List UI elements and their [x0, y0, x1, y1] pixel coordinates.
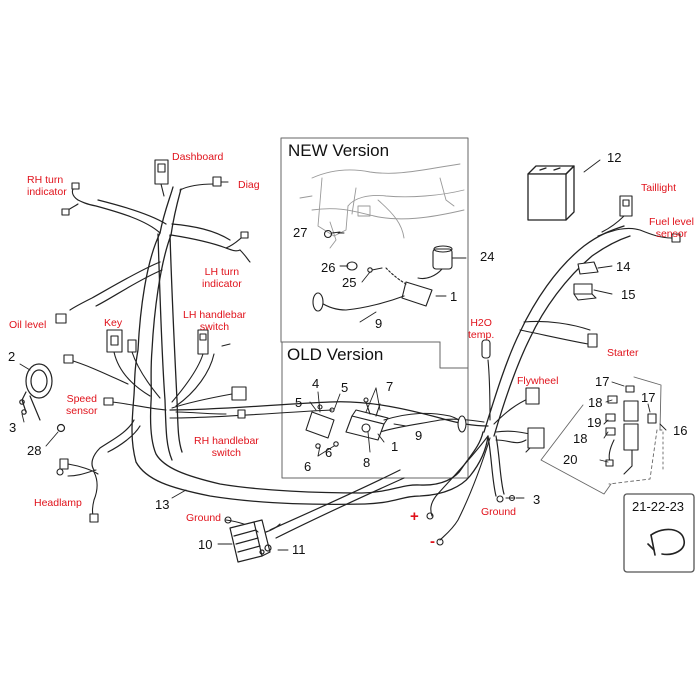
- label-diag: Diag: [238, 179, 260, 191]
- part-number-14: 14: [616, 259, 631, 274]
- part-number-20: 20: [563, 452, 578, 467]
- label-starter: Starter: [607, 347, 639, 359]
- old-version-box: [281, 341, 469, 479]
- label-lh-handlebar-switch: LH handlebar switch: [183, 309, 247, 333]
- minus-symbol: -: [430, 533, 435, 550]
- plus-symbol: +: [410, 508, 419, 525]
- left-connectors: [55, 159, 251, 523]
- relay-14: [577, 261, 599, 275]
- starter-connector: [587, 333, 598, 348]
- part-number-19: 19: [587, 415, 602, 430]
- label-ground-right: Ground: [481, 506, 517, 518]
- label-lh-turn-indicator: LH turn indicator: [202, 266, 242, 290]
- label-headlamp: Headlamp: [34, 497, 82, 509]
- label-oil-level: Oil level: [9, 319, 47, 331]
- voltage-regulator: [229, 519, 281, 563]
- part-number-16: 16: [673, 423, 688, 438]
- part-number-6-left: 6: [304, 459, 312, 474]
- relay-15: [573, 283, 597, 301]
- ground-left-terminal: [224, 516, 232, 524]
- part-number-1-new: 1: [450, 289, 458, 304]
- part-number-18-upper: 18: [588, 395, 603, 410]
- battery: [527, 165, 575, 221]
- part-number-5-left: 5: [295, 395, 303, 410]
- main-harness: [69, 183, 673, 541]
- label-rh-turn-indicator: RH turn indicator: [27, 174, 67, 198]
- cable-clamp: [647, 528, 685, 556]
- flywheel-connector: [525, 387, 545, 453]
- label-rh-handlebar-switch: RH handlebar switch: [194, 435, 259, 459]
- part-number-17-left: 17: [595, 374, 610, 389]
- part-number-26: 26: [321, 260, 336, 275]
- part-number-15: 15: [621, 287, 636, 302]
- clamp-box: [623, 493, 695, 573]
- new-version-box: [280, 137, 469, 369]
- horn: [19, 363, 53, 421]
- part-number-8: 8: [363, 455, 371, 470]
- minus-terminal: [436, 538, 444, 546]
- new-version-artwork: [299, 163, 465, 249]
- h2o-sensor: [481, 339, 491, 359]
- label-h2o-temp: H2O temp.: [468, 317, 495, 341]
- part-number-25: 25: [342, 275, 357, 290]
- part-number-3-right: 3: [533, 492, 541, 507]
- fuel-level-plug: [671, 233, 681, 243]
- relay-group-frame: [540, 376, 664, 495]
- part-number-24: 24: [480, 249, 495, 264]
- part-number-11: 11: [292, 542, 306, 557]
- part-number-7: 7: [386, 379, 394, 394]
- clamp-box-title: 21-22-23: [632, 499, 685, 514]
- taillight-connector: [601, 195, 633, 233]
- ground-right-terminal: [496, 494, 516, 503]
- label-flywheel: Flywheel: [517, 375, 559, 387]
- new-version-title: NEW Version: [288, 141, 390, 160]
- part-number-3-left: 3: [9, 420, 17, 435]
- part-number-10: 10: [198, 537, 213, 552]
- label-speed-sensor: Speed sensor: [66, 393, 98, 417]
- label-dashboard: Dashboard: [172, 151, 224, 163]
- label-fuel-level-sensor: Fuel level sensor: [649, 216, 694, 240]
- label-key: Key: [104, 317, 123, 329]
- old-version-title: OLD Version: [287, 345, 384, 364]
- part-number-6-right: 6: [325, 445, 333, 460]
- part-number-9-old: 9: [415, 428, 423, 443]
- part-number-17-right: 17: [641, 390, 656, 405]
- part-number-13: 13: [155, 497, 170, 512]
- part-number-18-lower: 18: [573, 431, 588, 446]
- old-version-parts: [305, 397, 467, 449]
- part-number-1-old: 1: [391, 439, 399, 454]
- part-number-9-new: 9: [375, 316, 383, 331]
- part-number-12: 12: [607, 150, 622, 165]
- part-number-28: 28: [27, 443, 42, 458]
- new-version-parts: [312, 229, 453, 312]
- part-number-5-upper: 5: [341, 380, 349, 395]
- part-number-27: 27: [293, 225, 308, 240]
- relay-group: [605, 385, 657, 475]
- part-number-2: 2: [8, 349, 16, 364]
- part-number-4: 4: [312, 376, 320, 391]
- label-ground-left: Ground: [186, 512, 222, 524]
- leader-lines: [19, 159, 667, 551]
- plus-terminal: [426, 512, 434, 520]
- nut-28: [56, 423, 66, 433]
- label-taillight: Taillight: [641, 182, 677, 194]
